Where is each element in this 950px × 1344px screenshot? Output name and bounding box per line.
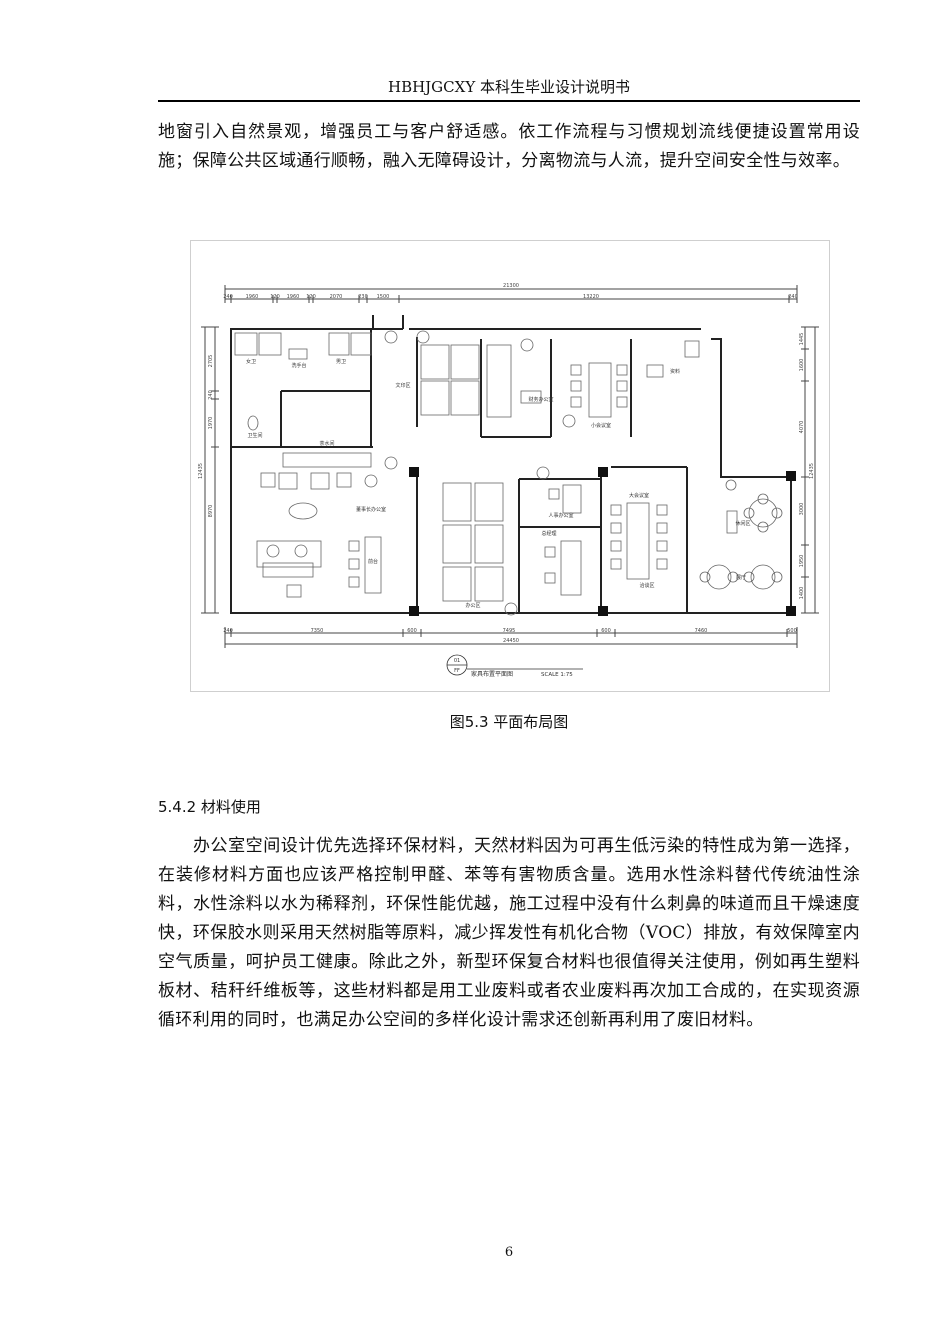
dim-left-2: 240 (208, 390, 214, 400)
section-paragraph: 办公室空间设计优先选择环保材料，天然材料因为可再生低污染的特性成为第一选择，在装… (158, 836, 860, 1030)
dim-bottom-1: 240 (223, 628, 233, 634)
floor-plan-drawing: 女卫 洗手台 男卫 卫生间 茶水间 董事长办公室 前台 文印区 财务办公室 小会… (198, 283, 819, 678)
dim-top-5: 120 (306, 294, 316, 300)
room-label-cleaning: 卫生间 (247, 432, 262, 439)
dim-left-overall: 12435 (198, 463, 204, 479)
column (598, 467, 608, 477)
column (598, 606, 608, 616)
dim-bottom-3: 600 (407, 628, 417, 634)
room-label-wash-area: 洗手台 (291, 362, 306, 369)
dim-top-7: 230 (358, 294, 368, 300)
dim-top-1: 240 (223, 294, 233, 300)
intro-paragraph: 地窗引入自然景观，增强员工与客户舒适感。依工作流程与习惯规划流线便捷设置常用设施… (158, 122, 860, 171)
dim-right-2: 1600 (799, 359, 805, 372)
figure-caption: 图5.3 平面布局图 (449, 713, 569, 731)
dim-top-3: 120 (270, 294, 280, 300)
dim-left-1: 2705 (208, 355, 214, 368)
room-label-reception: 前台 (368, 558, 378, 565)
dim-left-3: 1970 (208, 417, 214, 430)
dim-right-1: 1445 (799, 333, 805, 346)
dim-left-4: 8970 (208, 505, 214, 518)
title-block-scale: SCALE 1:75 (541, 672, 573, 678)
room-label-tea-room: 茶水间 (319, 440, 334, 447)
dim-top-6: 2070 (330, 294, 343, 300)
dim-bottom-5: 600 (601, 628, 611, 634)
dim-bottom-6: 7460 (695, 628, 708, 634)
room-label-chairman: 董事长办公室 (356, 506, 386, 513)
column (409, 606, 419, 616)
room-label-large-meeting: 大会议室 (629, 492, 649, 499)
room-label-archive: 资料 (670, 368, 680, 375)
running-header: HBHJGCXY 本科生毕业设计说明书 (387, 78, 630, 96)
room-label-hr: 人事办公室 (548, 512, 573, 519)
dim-top-2: 1960 (246, 294, 259, 300)
title-block-number: 01 (454, 658, 460, 664)
room-label-finance: 财务办公室 (528, 396, 553, 403)
dim-top-10: 240 (788, 294, 798, 300)
west-wall (230, 328, 417, 614)
header-rule (158, 100, 860, 102)
column (786, 471, 796, 481)
east-wall (417, 338, 792, 614)
room-label-pantry-area: 洽谈区 (639, 582, 654, 589)
dim-right-overall: 12435 (809, 463, 815, 479)
room-label-copy-area: 文印区 (395, 382, 410, 389)
room-label-small-meeting: 小会议室 (591, 422, 611, 429)
column (409, 467, 419, 477)
page-number: 6 (504, 1245, 514, 1260)
drawing-title-block: 01 FF 家具布置平面图 SCALE 1:75 (446, 654, 583, 678)
floor-plan-figure: 女卫 洗手台 男卫 卫生间 茶水间 董事长办公室 前台 文印区 财务办公室 小会… (190, 240, 830, 692)
dim-top-9: 13220 (583, 294, 599, 300)
room-label-male-wc: 男卫 (336, 359, 346, 365)
dim-top-overall: 21300 (503, 283, 519, 289)
room-label-female-wc: 女卫 (246, 358, 256, 365)
dim-top-4: 1960 (287, 294, 300, 300)
dim-bottom-2: 7350 (311, 628, 324, 634)
dim-bottom-7: 500 (787, 628, 797, 634)
room-label-staff-area: 办公区 (465, 602, 480, 609)
column (786, 606, 796, 616)
title-block-sheet: FF (454, 668, 460, 674)
room-label-manager: 总经理 (541, 530, 556, 537)
dim-right-4: 3000 (799, 503, 805, 516)
dim-top-8: 1500 (377, 294, 390, 300)
dim-right-6: 1400 (799, 587, 805, 600)
dim-bottom-4: 7495 (503, 628, 516, 634)
room-label-rest-area: 休闲区 (735, 520, 750, 527)
dim-right-5: 1950 (799, 555, 805, 568)
dim-right-3: 4070 (799, 421, 805, 434)
dim-bottom-overall: 24450 (503, 638, 519, 644)
section-title: 5.4.2 材料使用 (158, 798, 261, 816)
title-block-title: 家具布置平面图 (471, 670, 513, 678)
room-label-display: 展厅 (736, 575, 746, 581)
